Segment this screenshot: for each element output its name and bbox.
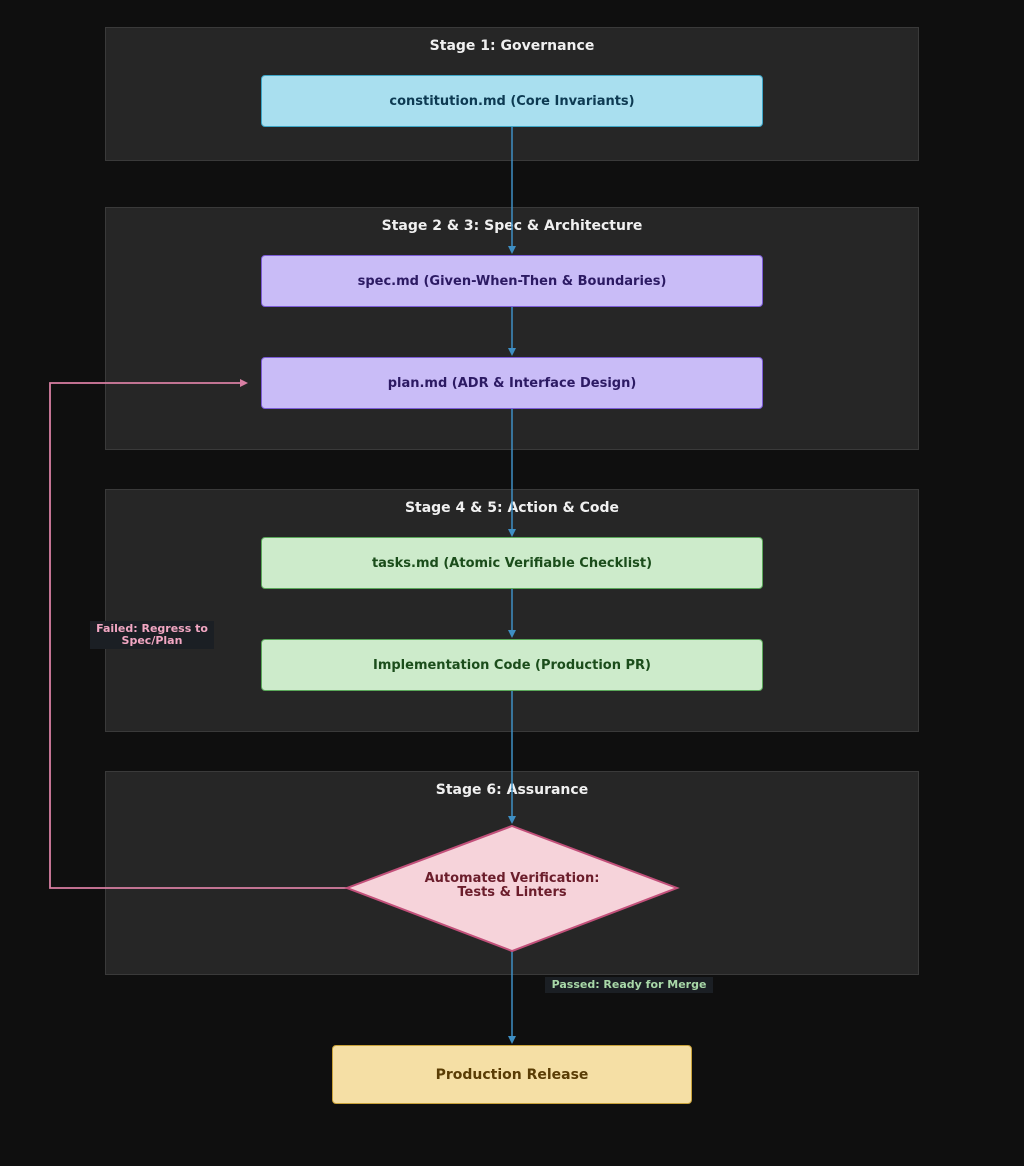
plan-node: plan.md (ADR & Interface Design)	[261, 357, 763, 409]
implementation-node: Implementation Code (Production PR)	[261, 639, 763, 691]
spec-node: spec.md (Given-When-Then & Boundaries)	[261, 255, 763, 307]
failed-edge-label: Failed: Regress to Spec/Plan	[90, 621, 214, 649]
edge-failed-regress	[49, 379, 348, 889]
passed-edge-label: Passed: Ready for Merge	[545, 977, 713, 993]
tasks-node: tasks.md (Atomic Verifiable Checklist)	[261, 537, 763, 589]
release-node: Production Release	[332, 1045, 692, 1104]
failed-label-line1: Failed: Regress to	[96, 622, 208, 635]
verification-diamond	[344, 824, 680, 953]
verification-label-line2: Tests & Linters	[457, 885, 567, 900]
verification-label-line1: Automated Verification:	[424, 871, 600, 886]
verification-label: Automated Verification: Tests & Linters	[347, 872, 677, 900]
stage-1-title: Stage 1: Governance	[429, 38, 595, 54]
constitution-node: constitution.md (Core Invariants)	[261, 75, 763, 127]
failed-label-line2: Spec/Plan	[121, 634, 183, 647]
